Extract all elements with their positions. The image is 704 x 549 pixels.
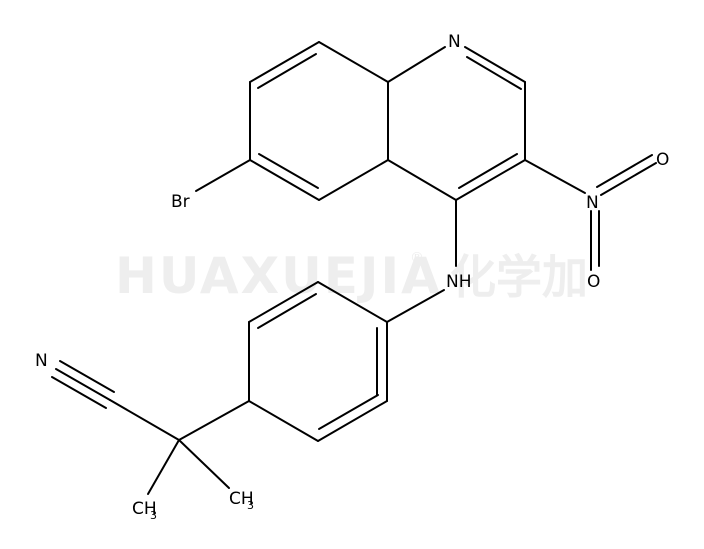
bond-nitrile-2 xyxy=(51,376,107,409)
ch3-left-label: CH xyxy=(132,499,157,519)
ch3-right-subscript: 3 xyxy=(247,499,254,512)
atom-nh: NH xyxy=(446,272,472,292)
bond-ph4-ph5 xyxy=(248,400,319,442)
bond-n-o-top-b xyxy=(596,154,653,188)
bond-c8a-n1 xyxy=(387,46,446,83)
atom-n-nitro: N xyxy=(586,193,599,213)
bond-c8a-c8 xyxy=(318,41,389,83)
bond-c3-c4 xyxy=(455,159,526,201)
bond-cq-ch3-right xyxy=(178,439,230,489)
watermark-registered-mark: ® xyxy=(410,250,424,266)
bond-c8-c7 xyxy=(249,41,320,83)
bond-c3-n-nitro xyxy=(524,159,586,194)
ch3-left-subscript: 3 xyxy=(150,509,157,522)
bond-c6-c5-inner xyxy=(258,153,319,189)
bond-n1-c2 xyxy=(464,46,526,83)
atom-n-nitrile: N xyxy=(35,351,48,371)
bond-ph2-ph3 xyxy=(248,281,319,323)
atom-o-bottom: O xyxy=(587,272,600,292)
bond-ph4-cq xyxy=(178,400,250,441)
atom-ch3-left: CH 3 xyxy=(132,499,157,522)
atom-n-ring: N xyxy=(448,32,461,52)
bond-ph2-ph3-inner xyxy=(257,293,317,329)
bond-ph5-ph6-inner xyxy=(318,394,379,430)
bond-c6-c5 xyxy=(249,159,320,201)
watermark-cjk: 化学加 xyxy=(450,250,588,304)
bond-cq-cn xyxy=(109,399,180,441)
bond-c3-c4-inner xyxy=(458,153,518,189)
bond-n-o-top-a xyxy=(600,162,657,196)
bond-nh-c1-phenyl xyxy=(386,289,445,323)
atom-br: Br xyxy=(171,192,190,212)
bond-ph5-ph6 xyxy=(317,400,388,442)
bond-c8-c7-inner xyxy=(257,53,317,89)
bond-nitrile-1 xyxy=(55,368,111,401)
atom-ch3-right: CH 3 xyxy=(229,489,254,512)
bond-c6-br xyxy=(195,159,251,192)
bond-nitrile-3 xyxy=(59,360,115,393)
atom-labels: N Br N O O NH N CH 3 CH 3 xyxy=(35,32,669,522)
bond-ph1-ph2 xyxy=(317,281,388,323)
bond-cq-ch3-left xyxy=(147,439,180,495)
bonds xyxy=(51,41,657,495)
watermark: HUAXUEJIA ® 化学加 xyxy=(115,247,588,305)
bond-n1-c2-inner xyxy=(466,56,522,90)
bond-c5-c4a xyxy=(318,159,389,201)
ch3-right-label: CH xyxy=(229,489,254,509)
watermark-latin: HUAXUEJIA xyxy=(115,247,442,305)
atom-o-top: O xyxy=(656,150,669,170)
bond-c4-c4a xyxy=(387,159,457,201)
